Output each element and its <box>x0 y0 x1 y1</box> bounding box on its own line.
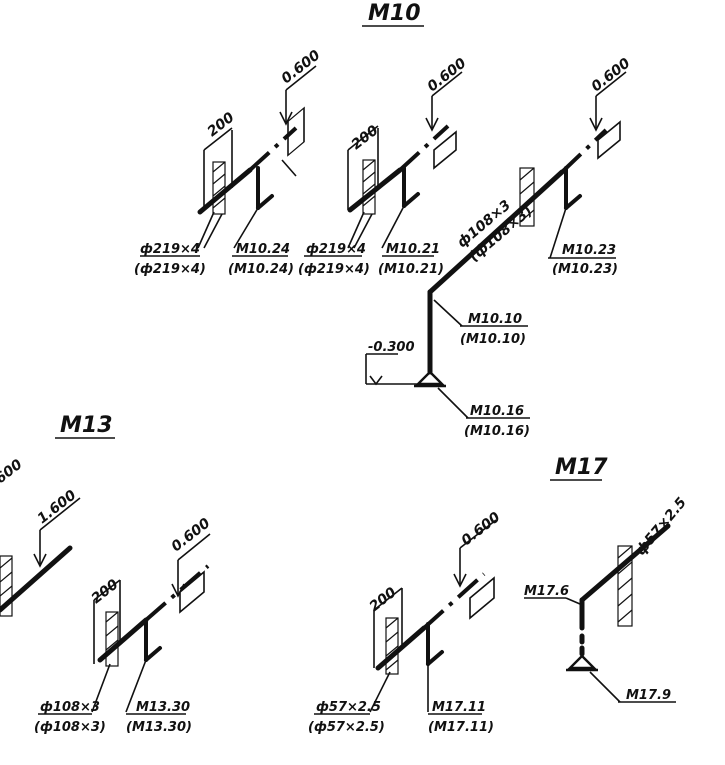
title-m17-text: M17 <box>555 455 608 480</box>
m10-c-support-node-alt: (M10.16) <box>464 424 530 439</box>
m10-b-flange <box>362 159 376 215</box>
m13-assembly-left: 600 1.600 <box>0 456 81 617</box>
m10-c-node-alt: (M10.23) <box>552 262 618 277</box>
m13-assembly-d: 200 0.600 ф108×3 (ф108×3) M13.30 (M13.30… <box>34 515 214 735</box>
m17-e-node-alt: (M17.11) <box>428 720 494 735</box>
m13-elev-1600: 1.600 <box>35 487 80 527</box>
m17-e-pipe-size-alt: (ф57×2.5) <box>308 720 385 735</box>
m10-b-pipe-size-alt: (ф219×4) <box>298 262 370 277</box>
m17-f-support-node: M17.9 <box>626 688 671 703</box>
m13-d-pipe-size: ф108×3 <box>40 700 100 715</box>
m10-b-node: M10.21 <box>386 242 440 257</box>
m13-d-flange <box>105 611 119 667</box>
m17-f-support-icon <box>567 654 597 670</box>
m10-c-low-elev: -0.300 <box>368 340 415 355</box>
m17-f-flange <box>617 545 633 627</box>
m17-f-node: M17.6 <box>524 584 569 599</box>
m10-c-node: M10.23 <box>562 243 616 258</box>
m10-assembly-a: 200 0.600 ф219×4 (ф219×4) M10.24 (M10.24… <box>134 47 324 277</box>
m10-c-bend-node-alt: (M10.10) <box>460 332 526 347</box>
m10-c-flange <box>519 167 535 227</box>
title-m13: M13 <box>55 413 115 439</box>
m17-e-pipe-size: ф57×2.5 <box>316 700 381 715</box>
m10-a-node-alt: (M10.24) <box>228 262 294 277</box>
m10-a-elev: 0.600 <box>279 47 324 87</box>
m13-left-elev: 600 <box>0 456 26 487</box>
m10-c-bend-node: M10.10 <box>468 312 522 327</box>
m10-a-pipe-size: ф219×4 <box>140 242 200 257</box>
m17-assembly-f: ф57×2.5 M17.6 M17.9 <box>524 495 690 703</box>
m10-b-elev: 0.600 <box>425 55 470 95</box>
m17-f-pipe-size: ф57×2.5 <box>633 495 690 559</box>
m13-d-node: M13.30 <box>136 700 190 715</box>
m17-e-elev: 0.600 <box>459 509 504 549</box>
title-m10: M10 <box>362 1 424 27</box>
m17-e-node: M17.11 <box>432 700 486 715</box>
m10-a-flange <box>212 161 226 215</box>
title-m17: M17 <box>550 455 608 481</box>
m10-c-support-node: M10.16 <box>470 404 524 419</box>
m17-assembly-e: 200 0.600 ф57×2.5 (ф57×2.5) M17.11 (M17.… <box>308 509 504 735</box>
m10-a-node: M10.24 <box>236 242 290 257</box>
m10-assembly-b: 200 0.600 ф219×4 (ф219×4) M10.21 (M10.21… <box>298 55 470 277</box>
m10-c-elev: 0.600 <box>589 55 634 95</box>
m10-b-node-alt: (M10.21) <box>378 262 444 277</box>
m13-d-node-alt: (M13.30) <box>126 720 192 735</box>
m10-b-pipe-size: ф219×4 <box>306 242 366 257</box>
title-m13-text: M13 <box>60 413 113 438</box>
m10-c-support-icon <box>415 370 445 386</box>
m10-a-pipe-size-alt: (ф219×4) <box>134 262 206 277</box>
title-m10-text: M10 <box>368 1 421 26</box>
m13-d-pipe-size-alt: (ф108×3) <box>34 720 106 735</box>
m17-e-dim: 200 <box>367 584 400 615</box>
